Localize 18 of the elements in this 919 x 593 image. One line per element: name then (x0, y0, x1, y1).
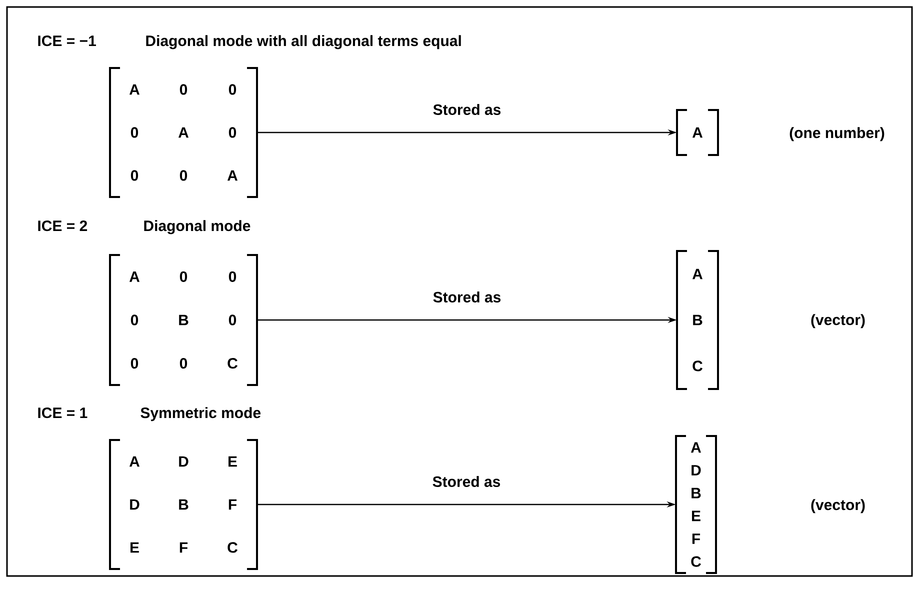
matrix: A D E D B F E F C (109, 439, 258, 570)
mode-heading: Diagonal mode with all diagonal terms equal (146, 35, 461, 50)
mode-heading: Symmetric mode (140, 407, 261, 422)
note-text: (one number) (790, 127, 884, 142)
mode-heading: Diagonal mode (144, 220, 250, 234)
ice-value: ICE = −1 (38, 36, 96, 46)
edge-label: Stored as (432, 476, 500, 487)
matrix: A 0 0 0 A 0 0 0 A (109, 67, 258, 198)
matrix: A 0 0 0 B 0 0 0 C (109, 254, 258, 386)
note-text: (vector) (811, 314, 865, 328)
edge-label: Stored as (433, 291, 501, 302)
ice-value: ICE = 2 (38, 220, 88, 232)
note-text: (vector) (811, 499, 865, 514)
edge-label: Stored as (433, 104, 501, 115)
matrix: A B C (676, 250, 719, 390)
ice-value: ICE = 1 (38, 408, 88, 418)
matrix: A (676, 109, 719, 156)
matrix: A D B E F C (675, 435, 717, 574)
